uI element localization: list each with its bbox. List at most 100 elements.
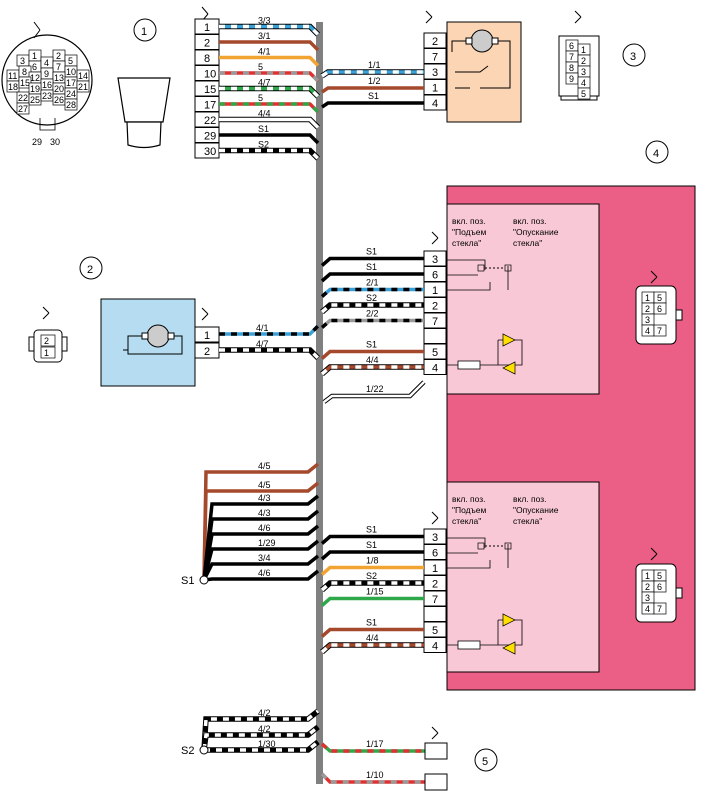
s1-wire <box>202 481 320 581</box>
pin-number: 3 <box>432 254 438 266</box>
wire-label: S1 <box>366 618 377 628</box>
pin-box: 29 <box>194 127 220 143</box>
pin-label: 13 <box>54 73 64 83</box>
callout-5 <box>474 748 498 772</box>
pin-label: 5 <box>657 293 662 303</box>
pin-number: 1 <box>432 285 438 297</box>
switch-bottom-up-label: стекла" <box>452 516 481 526</box>
pin-box: 1 <box>194 18 220 35</box>
connector-arrow-icon <box>425 10 433 24</box>
pin-label: 10 <box>66 67 76 77</box>
pin-number: 1 <box>432 563 438 575</box>
switch-wire <box>219 102 320 114</box>
pin-label: 6 <box>657 582 662 592</box>
switch-wire <box>219 40 320 52</box>
motor-2-wire <box>219 348 320 360</box>
wire-label: 1/8 <box>366 556 379 566</box>
switch-wire <box>320 256 424 267</box>
pin-label: 9 <box>569 74 574 84</box>
pin-label: 6 <box>657 304 662 314</box>
pin-number: 2 <box>204 346 210 358</box>
s1-wire <box>202 539 320 581</box>
pin-label: 14 <box>78 71 88 81</box>
pin-label: 23 <box>42 91 52 101</box>
wire-label: 1/22 <box>366 384 384 394</box>
pin-box: 7 <box>423 48 447 64</box>
splice-s1-node <box>199 575 209 585</box>
pin-number: 3 <box>432 67 438 79</box>
switch-wire <box>219 24 320 36</box>
pin-label: 28 <box>66 100 76 110</box>
pin-label: 22 <box>18 93 28 103</box>
pin-number: 2 <box>432 579 438 591</box>
wire-label: 4/7 <box>258 78 271 88</box>
wire-label: S1 <box>366 525 377 535</box>
wire-label: 4/4 <box>366 355 379 365</box>
switch-bottom-down-label: стекла" <box>513 516 542 526</box>
pin-box: 22 <box>194 111 220 128</box>
pin-box: 4 <box>423 359 447 375</box>
switch-top-down-label: "Опускание <box>513 227 559 237</box>
connector-2-icon: 2 1 <box>28 306 68 363</box>
pin-number: 15 <box>204 84 216 96</box>
switch-bottom-down-label: "Опускание <box>513 505 559 515</box>
pin-label: 24 <box>66 89 76 99</box>
pin-label: 1 <box>645 571 650 581</box>
wire-label: 1/30 <box>258 739 276 749</box>
callout-2-label: 2 <box>87 264 93 276</box>
switch-wire <box>320 550 424 561</box>
pin-box: 3 <box>423 528 447 545</box>
pin-number: 1 <box>432 83 438 95</box>
switch-top-down-label: стекла" <box>513 238 542 248</box>
switch-wire <box>219 117 320 129</box>
pin-number: 4 <box>432 98 438 110</box>
pin-number: 1 <box>204 22 210 34</box>
pin-box: 2 <box>423 32 447 49</box>
switch-top-up-label: стекла" <box>452 238 481 248</box>
motor-2-pins: 12 <box>194 326 220 359</box>
pin-box: 2 <box>423 575 447 591</box>
pin-box: 5 <box>423 621 447 638</box>
connector-arrow-icon <box>650 547 658 561</box>
pin-box: 1 <box>423 281 447 298</box>
pin-box: 3 <box>423 63 447 80</box>
callout-2 <box>79 256 103 280</box>
wire-label: 3/1 <box>258 31 271 41</box>
callout-4 <box>645 140 669 164</box>
pin-label: 5 <box>657 571 662 581</box>
lamp-connector-2 <box>424 773 448 791</box>
pin-label: 6 <box>569 41 574 51</box>
callout-1 <box>133 18 157 42</box>
wire-label: S1 <box>258 124 269 134</box>
pin-box: 4 <box>423 637 447 653</box>
wire-label: 2/1 <box>366 278 379 288</box>
harness-trunk <box>316 22 323 784</box>
pin-box: 15 <box>194 80 220 97</box>
pin-label: 8 <box>569 63 574 73</box>
pin-box: 7 <box>423 590 447 607</box>
switch-wire <box>320 565 424 576</box>
connector-arrow-icon <box>431 511 439 525</box>
pin-number: 8 <box>204 53 210 65</box>
pin-label: 4 <box>645 326 650 336</box>
wire-label: S1 <box>366 340 377 350</box>
pin-box: 5 <box>423 343 447 360</box>
callout-1-label: 1 <box>141 26 147 38</box>
pin-label: 9 <box>44 69 49 79</box>
motor-2-wires: 4/14/7 <box>219 323 320 360</box>
switch-wire <box>320 303 424 314</box>
wire-label: 3/3 <box>258 16 271 26</box>
lamp-connector-1 <box>424 742 448 760</box>
wire-label: 4/6 <box>258 568 271 578</box>
pin-29-label: 29 <box>32 137 42 147</box>
pin-label: 2 <box>645 582 650 592</box>
lamp-wire <box>320 742 425 753</box>
wire-label: 5 <box>258 62 263 72</box>
wire-label: 4/3 <box>258 508 271 518</box>
wire-label: 4/4 <box>258 109 271 119</box>
pin-label: 7 <box>569 52 574 62</box>
wire-label: 4/5 <box>258 461 271 471</box>
